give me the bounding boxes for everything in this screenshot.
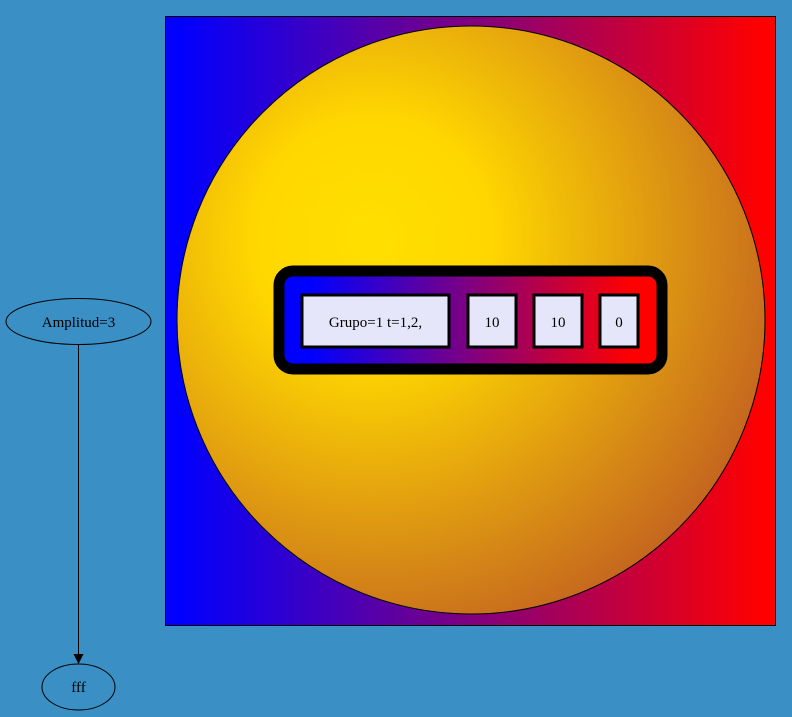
record-field-1-label: Grupo=1 t=1,2, [329,315,422,331]
record-field-1[interactable]: Grupo=1 t=1,2, [300,293,451,349]
record-field-2-label: 10 [485,315,500,331]
record-field-4[interactable]: 0 [598,293,640,349]
node-amplitud[interactable]: Amplitud=3 [5,298,152,345]
node-fff-label: fff [71,680,85,696]
record-field-3[interactable]: 10 [532,293,584,349]
record-field-4-label: 0 [615,315,623,331]
node-fff[interactable]: fff [41,663,116,711]
record-node[interactable]: Grupo=1 t=1,2, 10 10 0 [273,265,668,375]
node-amplitud-label: Amplitud=3 [42,315,115,331]
record-field-3-label: 10 [551,315,566,331]
record-field-2[interactable]: 10 [466,293,518,349]
